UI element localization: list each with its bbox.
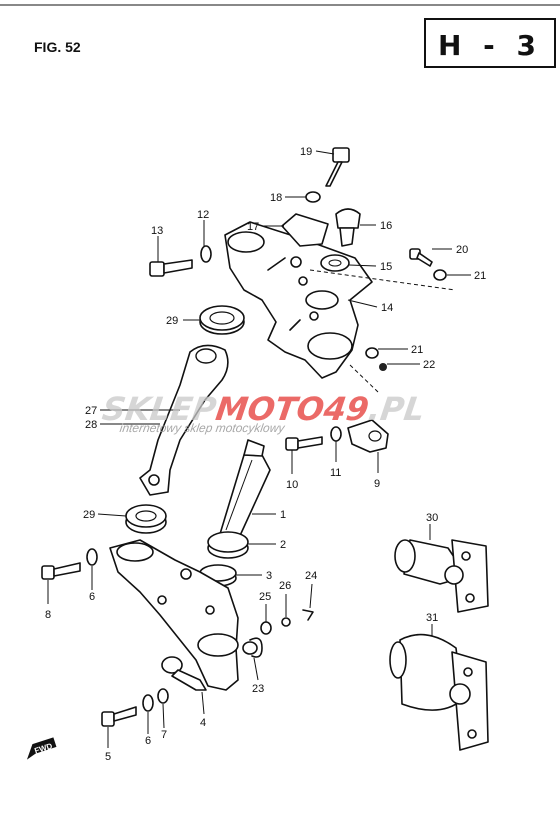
callout-1: 1	[280, 509, 286, 521]
bolt-5	[101, 706, 137, 727]
washer-23	[242, 641, 258, 655]
callout-7: 7	[161, 729, 167, 741]
clip-23	[249, 637, 263, 658]
callout-16: 16	[380, 220, 392, 232]
callout-11: 11	[330, 467, 341, 479]
bolt-10	[285, 436, 323, 451]
watermark-tagline: internetowy sklep motocyklowy	[119, 421, 286, 435]
clamp-9	[347, 419, 389, 453]
washer-25	[260, 621, 272, 635]
callout-17: 17	[247, 221, 259, 233]
callout-21-upper: 21	[474, 270, 486, 282]
seal-29-lower	[125, 504, 167, 534]
callout-21-lower: 21	[411, 344, 423, 356]
washer-11	[330, 426, 342, 442]
bracket-27-28	[139, 344, 229, 496]
fwd-arrow-icon: FWD	[26, 737, 57, 760]
washer-21a	[433, 269, 447, 281]
code-box	[424, 18, 556, 68]
callout-30: 30	[426, 512, 438, 524]
washer-21b	[365, 347, 379, 359]
washer-12	[200, 245, 212, 263]
callout-29-lower: 29	[83, 509, 95, 521]
steering-stem-1	[219, 439, 271, 541]
figure-label: FIG. 52	[34, 39, 81, 55]
washer-6a	[86, 548, 98, 566]
callout-15: 15	[380, 261, 392, 273]
callout-28: 28	[85, 419, 97, 431]
lower-bracket	[109, 539, 239, 691]
washer-7	[157, 688, 169, 704]
callout-numbers: 19 18 17 16 13 12 20 15 21 14 29 21 22 2…	[45, 146, 486, 763]
stopper-4	[161, 656, 207, 691]
bolt-20	[409, 248, 433, 267]
nut-26	[281, 617, 291, 627]
plate-17	[281, 213, 329, 247]
washer-6b	[142, 694, 154, 712]
callout-13: 13	[151, 225, 163, 237]
cap-bolt-16	[335, 208, 361, 247]
callout-12: 12	[197, 209, 209, 221]
cylinder-lock-31	[389, 633, 489, 751]
callout-4: 4	[200, 717, 206, 729]
callout-14: 14	[381, 302, 393, 314]
callout-2: 2	[280, 539, 286, 551]
callout-19: 19	[300, 146, 312, 158]
callout-31: 31	[426, 612, 438, 624]
clip-24	[302, 609, 314, 621]
bolt-8	[41, 562, 81, 580]
callout-3: 3	[266, 570, 272, 582]
callout-24: 24	[305, 570, 317, 582]
callout-20: 20	[456, 244, 468, 256]
callout-29-upper: 29	[166, 315, 178, 327]
washer-18	[305, 191, 321, 203]
code-box-label: H - 3	[438, 29, 542, 62]
callout-22: 22	[423, 359, 435, 371]
callout-26: 26	[279, 580, 291, 592]
lock-switch-30	[394, 539, 489, 613]
callout-5: 5	[105, 751, 111, 763]
callout-6-lower: 6	[145, 735, 151, 747]
bearing-2	[207, 531, 249, 559]
callout-8: 8	[45, 609, 51, 621]
seal-29-upper	[199, 305, 245, 335]
bolt-19	[325, 147, 350, 187]
callout-18: 18	[270, 192, 282, 204]
callout-6-upper: 6	[89, 591, 95, 603]
callout-27: 27	[85, 405, 97, 417]
nut-22	[379, 363, 387, 371]
bolt-13	[149, 259, 193, 277]
callout-23: 23	[252, 683, 264, 695]
leader-lines	[47, 150, 471, 748]
watermark: SKLEPMOTO49.PL internetowy sklep motocyk…	[100, 390, 427, 435]
callout-25: 25	[259, 591, 271, 603]
callout-9: 9	[374, 478, 380, 490]
watermark-brand: SKLEPMOTO49.PL	[100, 390, 427, 428]
callout-10: 10	[286, 479, 298, 491]
